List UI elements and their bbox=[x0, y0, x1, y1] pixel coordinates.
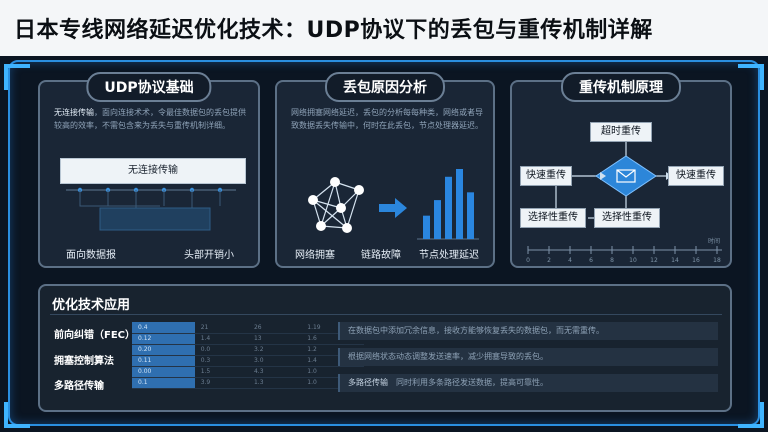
loss-causes-panel: 丢包原因分析 网络拥塞网络延迟，丢包的分析每每种类，网络或者导致数据丢失传输中，… bbox=[275, 72, 495, 268]
table-cell: 1.6 bbox=[301, 333, 364, 345]
page-title: 日本专线网络延迟优化技术：UDP协议下的丢包与重传机制详解 bbox=[14, 18, 653, 43]
udp-description: 无连接传输，面向连接术术，令最佳数据包的丢包提供较高的效率，不需包含来为丢失与重… bbox=[54, 106, 250, 132]
low-overhead-label: 头部开销小 bbox=[184, 250, 234, 261]
axis-tick-label: 0 bbox=[526, 257, 530, 264]
table-cell: 3.9 bbox=[194, 377, 248, 389]
table-cell: 26 bbox=[247, 322, 302, 334]
frame-corner bbox=[4, 64, 30, 90]
loss-bar bbox=[456, 169, 463, 239]
axis-tick-label: 2 bbox=[547, 257, 551, 264]
axis-tick-label: 14 bbox=[671, 257, 679, 264]
fast-retransmit-node-right: 快速重传 bbox=[668, 166, 724, 186]
multipath-label: 多路径传输 bbox=[54, 381, 104, 392]
table-cell: 1.3 bbox=[247, 377, 302, 389]
axis-tick-label: 10 bbox=[629, 257, 637, 264]
retransmission-diagram: 0 2 4 6 8 10 12 14 16 18 bbox=[526, 140, 722, 264]
udp-description-lead: 无连接传输 bbox=[54, 108, 94, 117]
cause-node-delay: 节点处理延迟 bbox=[419, 250, 479, 261]
table-cell: 0.0 bbox=[194, 344, 248, 356]
udp-description-text: ，面向连接术术，令最佳数据包的丢包提供较高的效率，不需包含来为丢失与重传机制详细… bbox=[54, 108, 246, 130]
loss-bar bbox=[434, 200, 441, 239]
table-cell: 3.0 bbox=[247, 355, 302, 367]
congestion-note-text: 根据网络状态动态调整发送速率，减少拥塞导致的丢包。 bbox=[348, 352, 548, 361]
loss-bar bbox=[423, 215, 430, 239]
table-cell: 0.11 bbox=[132, 355, 195, 367]
cause-link-failure: 链路故障 bbox=[361, 250, 401, 261]
table-cell: 0.12 bbox=[132, 333, 195, 345]
envelope-icon bbox=[616, 169, 636, 183]
loss-bar-chart bbox=[423, 169, 474, 239]
table-cell: 13 bbox=[247, 333, 302, 345]
table-cell: 0.20 bbox=[132, 344, 195, 356]
axis-tick-label: 8 bbox=[610, 257, 614, 264]
frame-corner bbox=[738, 402, 764, 428]
fast-retransmit-node-left: 快速重传 bbox=[520, 166, 572, 186]
table-cell: 4.3 bbox=[247, 366, 302, 378]
congestion-note: 根据网络状态动态调整发送速率，减少拥塞导致的丢包。 bbox=[338, 348, 718, 366]
cause-congestion: 网络拥塞 bbox=[295, 250, 335, 261]
selective-retransmit-node-right: 选择性重传 bbox=[594, 208, 660, 228]
table-cell: 1.5 bbox=[194, 366, 248, 378]
fec-note: 在数据包中添加冗余信息，接收方能够恢复丢失的数据包，而无需重传。 bbox=[338, 322, 718, 340]
table-cell: 21 bbox=[194, 322, 248, 334]
loss-description: 网络拥塞网络延迟，丢包的分析每每种类，网络或者导致数据丢失传输中，何时在此丢包，… bbox=[291, 108, 483, 130]
title-bar: 日本专线网络延迟优化技术：UDP协议下的丢包与重传机制详解 bbox=[0, 0, 768, 56]
loss-causes-title: 丢包原因分析 bbox=[325, 72, 445, 102]
frame-corner bbox=[4, 402, 30, 428]
udp-basics-panel: UDP协议基础 无连接传输，面向连接术术，令最佳数据包的丢包提供较高的效率，不需… bbox=[38, 72, 260, 268]
axis-tick-label: 4 bbox=[568, 257, 572, 264]
axis-tick-label: 18 bbox=[713, 257, 721, 264]
fec-label: 前向纠错（FEC） bbox=[54, 330, 136, 341]
congestion-control-label: 拥塞控制算法 bbox=[54, 356, 114, 367]
multipath-note-text: 同时利用多条路径发送数据，提高可靠性。 bbox=[396, 378, 548, 387]
table-cell: 1.2 bbox=[301, 344, 364, 356]
table-cell: 1.19 bbox=[301, 322, 364, 334]
udp-basics-title: UDP协议基础 bbox=[86, 72, 212, 102]
table-cell: 3.2 bbox=[247, 344, 302, 356]
multipath-note-lead: 多路径传输 bbox=[348, 378, 388, 387]
arrow-right-icon bbox=[379, 198, 407, 218]
loss-bar bbox=[467, 192, 474, 239]
loss-diagram bbox=[308, 169, 479, 240]
retransmission-panel: 重传机制原理 0 2 4 6 8 10 12 14 16 18 超时重传 快速重传 快速重传 选择… bbox=[510, 72, 732, 268]
axis-tick-label: 16 bbox=[692, 257, 700, 264]
axis-tick-label: 6 bbox=[589, 257, 593, 264]
selective-retransmit-node-left: 选择性重传 bbox=[520, 208, 586, 228]
network-graph-icon bbox=[312, 181, 360, 229]
table-cell: 1.4 bbox=[194, 333, 248, 345]
connectionless-box: 无连接传输 bbox=[60, 158, 246, 184]
optimization-title: 优化技术应用 bbox=[52, 298, 131, 313]
table-cell: 0.3 bbox=[194, 355, 248, 367]
retransmission-title: 重传机制原理 bbox=[561, 72, 681, 102]
table-cell: 1.0 bbox=[301, 366, 364, 378]
table-cell: 0.1 bbox=[132, 377, 195, 389]
table-cell: 1.4 bbox=[301, 355, 364, 367]
table-cell: 0.4 bbox=[132, 322, 195, 334]
frame-corner bbox=[738, 64, 764, 90]
outer-frame bbox=[8, 60, 760, 426]
timeout-retransmit-node: 超时重传 bbox=[590, 122, 652, 142]
axis-unit-label: 时间 bbox=[708, 238, 721, 245]
fec-note-text: 在数据包中添加冗余信息，接收方能够恢复丢失的数据包，而无需重传。 bbox=[348, 326, 604, 335]
divider bbox=[50, 314, 722, 315]
multipath-note: 多路径传输同时利用多条路径发送数据，提高可靠性。 bbox=[338, 374, 718, 392]
table-cell: 0.00 bbox=[132, 366, 195, 378]
datagram-label: 面向数据报 bbox=[66, 250, 116, 261]
loss-bar bbox=[445, 176, 452, 239]
axis-tick-label: 12 bbox=[650, 257, 658, 264]
datagram-diagram bbox=[66, 187, 236, 231]
table-cell: 1.0 bbox=[301, 377, 364, 389]
